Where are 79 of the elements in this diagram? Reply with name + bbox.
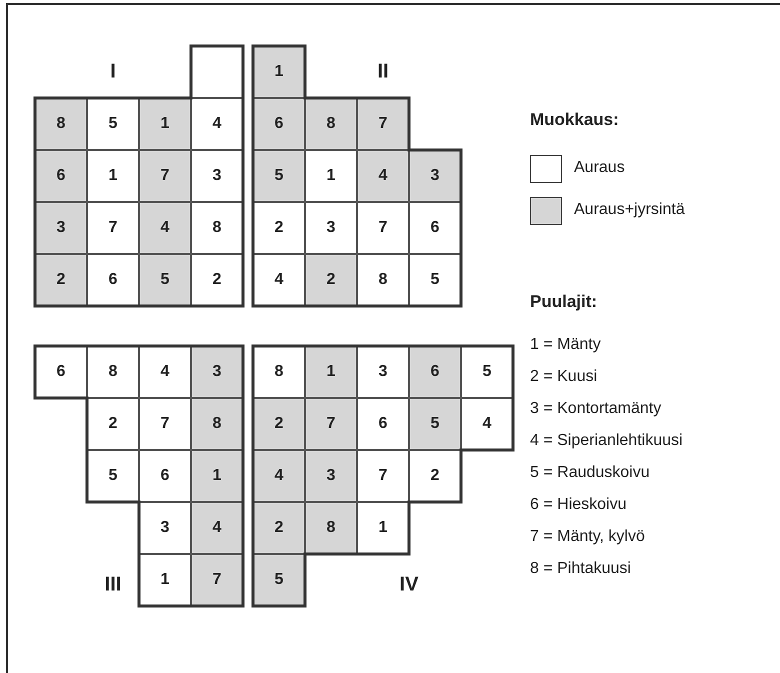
plot-cell: 1 [191, 450, 243, 502]
plot-cell: 8 [305, 98, 357, 150]
species-key: 3 = Kontortamänty [530, 400, 662, 418]
plot-cell: 4 [191, 502, 243, 554]
plot-cell: 2 [305, 254, 357, 306]
legend-label: Auraus [574, 159, 625, 177]
plot-cell: 6 [139, 450, 191, 502]
plot-cell: 6 [409, 346, 461, 398]
plot-cell: 8 [35, 98, 87, 150]
plot-cell: 7 [357, 202, 409, 254]
plot-cell: 3 [305, 202, 357, 254]
plot-cell: 3 [305, 450, 357, 502]
species-key: 6 = Hieskoivu [530, 496, 626, 514]
plot-cell: 7 [357, 98, 409, 150]
plot-cell: 3 [139, 502, 191, 554]
plot-cell: 7 [191, 554, 243, 606]
plot-cell: 6 [87, 254, 139, 306]
plot-cell: 1 [305, 150, 357, 202]
legend-heading: Muokkaus: [530, 110, 619, 130]
plot-cell: 6 [409, 202, 461, 254]
plot-cell: 5 [409, 254, 461, 306]
plot-cell: 8 [191, 202, 243, 254]
plot-cell: 1 [139, 98, 191, 150]
species-key: 5 = Rauduskoivu [530, 464, 650, 482]
plot-cell: 8 [191, 398, 243, 450]
block-numeral: IV [400, 574, 418, 597]
plot-cell: 7 [139, 398, 191, 450]
species-key: 2 = Kuusi [530, 368, 598, 386]
plot-cell: 2 [409, 450, 461, 502]
plot-cell: 8 [305, 502, 357, 554]
plot-cell: 5 [461, 346, 513, 398]
plot-cell: 2 [191, 254, 243, 306]
plot-cell: 4 [461, 398, 513, 450]
plot-cell: 7 [305, 398, 357, 450]
plot-cell: 7 [87, 202, 139, 254]
plot-cell: 6 [357, 398, 409, 450]
plot-cell: 2 [87, 398, 139, 450]
block-numeral: II [377, 60, 389, 84]
plot-cell: 4 [191, 98, 243, 150]
plot-cell: 7 [357, 450, 409, 502]
legend-heading: Puulajit: [530, 292, 598, 312]
plot-cell: 5 [409, 398, 461, 450]
species-key: 7 = Mänty, kylvö [530, 528, 645, 546]
plot-cell: 4 [253, 450, 305, 502]
plot-cell: 4 [357, 150, 409, 202]
species-key: 4 = Siperianlehtikuusi [530, 432, 683, 450]
plot-cell: 1 [253, 46, 305, 98]
plot-cell: 4 [139, 346, 191, 398]
species-key: 8 = Pihtakuusi [530, 560, 631, 578]
plot-cell: 3 [357, 346, 409, 398]
plot-cell: 1 [305, 346, 357, 398]
plot-cell: 5 [87, 98, 139, 150]
plot-cell: 6 [253, 98, 305, 150]
plot-cell: 4 [139, 202, 191, 254]
block-numeral: III [104, 574, 122, 597]
block-numeral: I [110, 60, 116, 84]
plot-cell: 2 [253, 398, 305, 450]
plot-cell: 3 [35, 202, 87, 254]
plot-cell: 5 [87, 450, 139, 502]
plot-cell: 3 [191, 346, 243, 398]
plot-cell: 5 [139, 254, 191, 306]
plot-cell: 4 [253, 254, 305, 306]
plot-cell: 6 [35, 150, 87, 202]
legend-label: Auraus+jyrsintä [574, 201, 685, 219]
species-key: 1 = Mänty [530, 336, 601, 354]
plot-cell: 7 [139, 150, 191, 202]
plot-cell: 1 [357, 502, 409, 554]
plot-cell: 8 [253, 346, 305, 398]
plot-cell: 5 [253, 150, 305, 202]
plot-cell: 3 [409, 150, 461, 202]
plot-cell: 2 [253, 202, 305, 254]
plot-cell: 3 [191, 150, 243, 202]
plot-cell: 2 [253, 502, 305, 554]
plot-cell: 1 [87, 150, 139, 202]
plot-cell: 8 [357, 254, 409, 306]
plot-cell: 1 [139, 554, 191, 606]
plot-cell: 8 [87, 346, 139, 398]
plot-cell: 5 [253, 554, 305, 606]
plot-cell: 2 [35, 254, 87, 306]
